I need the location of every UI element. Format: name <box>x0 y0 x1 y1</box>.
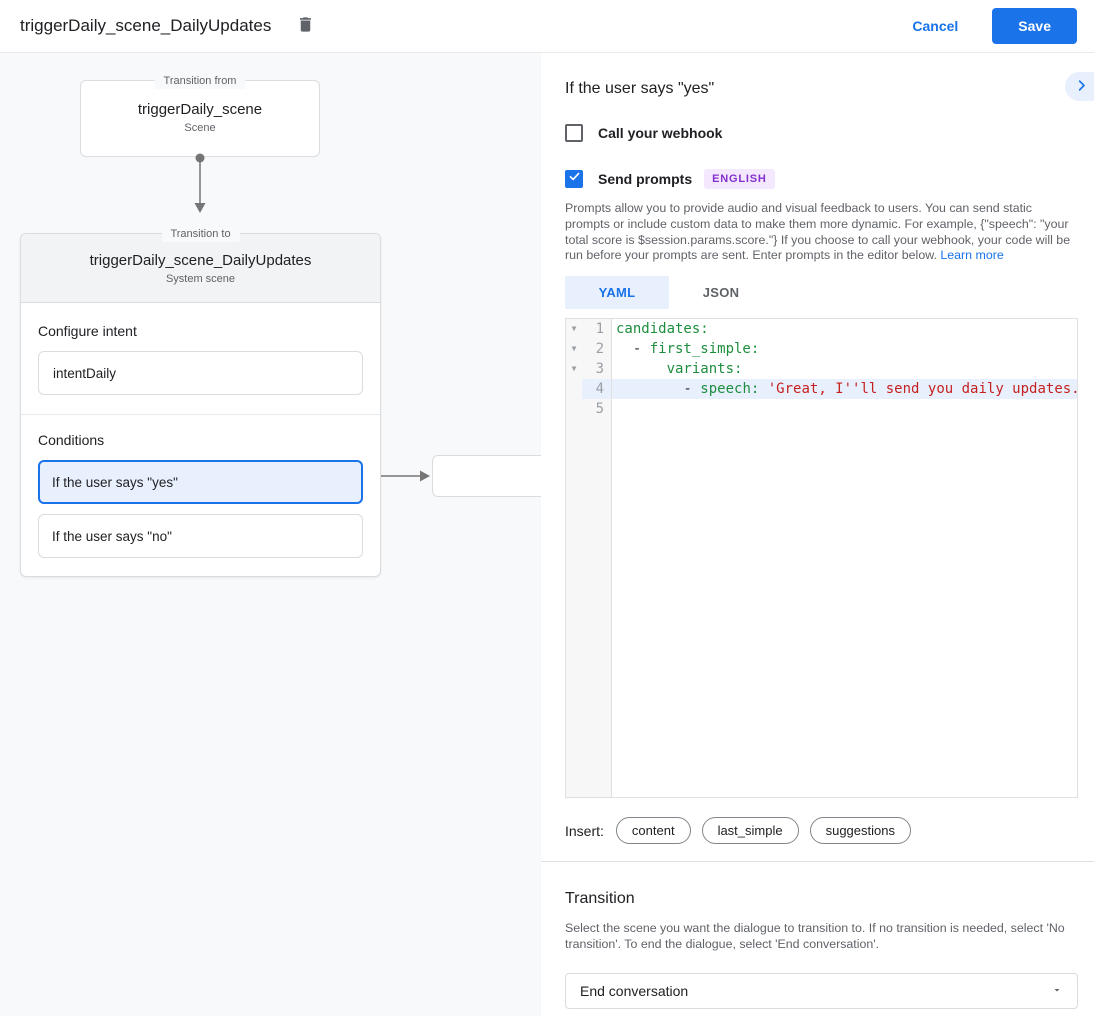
call-webhook-checkbox[interactable] <box>565 124 583 142</box>
transition-select-value: End conversation <box>580 982 689 999</box>
prompts-description: Prompts allow you to provide audio and v… <box>565 201 1078 264</box>
transition-from-label: Transition from <box>154 73 246 89</box>
scene-flow-canvas: Transition from triggerDaily_scene Scene… <box>0 53 541 1016</box>
intent-item[interactable]: intentDaily <box>38 351 363 395</box>
send-prompts-label: Send prompts <box>598 171 693 187</box>
section-divider <box>541 861 1094 863</box>
line-number: 4 <box>582 379 612 400</box>
code-token: 'Great, I''ll send you daily updates. <box>759 381 1077 398</box>
code-token: - <box>616 341 650 358</box>
fold-arrow-icon[interactable]: ▼ <box>566 319 582 340</box>
to-scene-name: triggerDaily_scene_DailyUpdates <box>89 252 312 269</box>
conditions-heading: Conditions <box>38 432 105 448</box>
prompts-description-text: Prompts allow you to provide audio and v… <box>565 201 1071 263</box>
line-number: 1 <box>582 319 612 340</box>
transition-to-card: Transition to triggerDaily_scene_DailyUp… <box>20 226 381 577</box>
line-number: 3 <box>582 359 612 380</box>
card-divider <box>21 414 380 415</box>
call-webhook-label: Call your webhook <box>598 125 723 141</box>
transition-description: Select the scene you want the dialogue t… <box>565 921 1065 951</box>
code-token: candidates: <box>616 321 709 338</box>
panel-title: If the user says "yes" <box>565 80 715 97</box>
chevron-right-icon <box>1074 78 1089 96</box>
condition-item-yes[interactable]: If the user says "yes" <box>38 460 363 504</box>
send-prompts-checkbox[interactable] <box>565 170 583 188</box>
from-scene-type: Scene <box>184 122 216 134</box>
delete-scene-button[interactable] <box>289 10 321 42</box>
code-token: speech: <box>700 381 760 398</box>
fold-gutter <box>566 399 582 420</box>
webhook-row: Call your webhook <box>565 124 1078 142</box>
from-scene-name: triggerDaily_scene <box>137 101 263 118</box>
configure-intent-heading: Configure intent <box>38 323 137 339</box>
cancel-button[interactable]: Cancel <box>896 10 974 42</box>
insert-label: Insert: <box>565 822 604 839</box>
editor-format-tabs: YAML JSON <box>565 276 1078 310</box>
learn-more-link[interactable]: Learn more <box>940 248 1004 263</box>
tab-yaml[interactable]: YAML <box>565 276 669 310</box>
dropdown-caret-icon <box>1051 983 1063 999</box>
line-number: 5 <box>582 399 612 420</box>
insert-chip-last-simple[interactable]: last_simple <box>701 817 799 845</box>
transition-heading: Transition <box>565 890 635 908</box>
code-line: ▼ 3 variants: <box>566 359 1077 380</box>
code-token <box>616 361 667 377</box>
top-bar: triggerDaily_scene_DailyUpdates Cancel S… <box>0 0 1094 53</box>
to-scene-body: Configure intent intentDaily Conditions … <box>21 303 380 576</box>
line-number: 2 <box>582 339 612 360</box>
transition-from-node[interactable]: Transition from triggerDaily_scene Scene <box>80 73 320 157</box>
insert-row: Insert: content last_simple suggestions <box>565 817 1078 845</box>
collapse-panel-button[interactable] <box>1065 72 1094 101</box>
condition-editor-panel: If the user says "yes" Call your webhook… <box>541 53 1094 1016</box>
to-scene-header: triggerDaily_scene_DailyUpdates System s… <box>21 234 380 303</box>
code-token: - <box>616 381 701 398</box>
transition-target-node[interactable] <box>432 455 541 497</box>
yaml-code-editor[interactable]: ▼ 1 candidates: ▼ 2 - first_simple: ▼ 3 … <box>565 318 1078 799</box>
send-prompts-row: Send prompts ENGLISH <box>565 169 1078 189</box>
save-button[interactable]: Save <box>992 8 1077 44</box>
transition-to-label: Transition to <box>161 226 240 242</box>
page-title: triggerDaily_scene_DailyUpdates <box>20 16 272 35</box>
code-line: 5 <box>566 399 1077 420</box>
language-badge: ENGLISH <box>704 169 775 189</box>
editor-gutter-rest <box>566 419 1077 798</box>
transition-select[interactable]: End conversation <box>565 972 1078 1009</box>
checkmark-icon <box>568 170 581 188</box>
fold-arrow-icon[interactable]: ▼ <box>566 359 582 380</box>
code-token: variants: <box>666 361 743 378</box>
trash-icon <box>296 15 315 37</box>
code-line: ▼ 2 - first_simple: <box>566 339 1077 360</box>
tab-json[interactable]: JSON <box>702 285 740 301</box>
fold-gutter <box>566 379 582 400</box>
insert-chip-content[interactable]: content <box>615 817 691 845</box>
to-scene-type: System scene <box>165 273 236 285</box>
insert-chip-suggestions[interactable]: suggestions <box>809 817 911 845</box>
code-token: first_simple: <box>649 341 760 358</box>
condition-item-no[interactable]: If the user says "no" <box>38 514 363 558</box>
code-line: ▼ 1 candidates: <box>566 319 1077 340</box>
code-line-active: 4 - speech: 'Great, I''ll send you daily… <box>566 379 1077 400</box>
fold-arrow-icon[interactable]: ▼ <box>566 339 582 360</box>
